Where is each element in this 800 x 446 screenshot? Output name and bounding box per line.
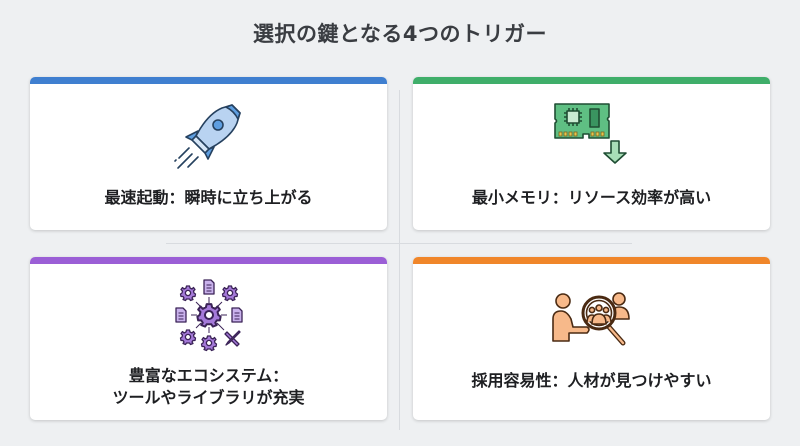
card-label-line-1: 豊富なエコシステム： [128,366,289,385]
horizontal-divider [166,243,632,244]
rocket-icon [172,99,246,177]
card-label: 採用容易性：人材が見つけやすい [471,371,712,390]
card-rich-ecosystem: 豊富なエコシステム： ツールやライブラリが充実 [30,257,387,420]
talent-search-icon [549,289,635,353]
card-label: 最小メモリ：リソース効率が高い [471,188,712,207]
card-fastest-startup: 最速起動：瞬時に立ち上がる [30,77,387,230]
card-minimal-memory: 最小メモリ：リソース効率が高い [413,77,770,230]
card-accent-bar [413,257,770,264]
card-label: 最速起動：瞬時に立ち上がる [104,188,313,207]
card-accent-bar [413,77,770,84]
ecosystem-gears-icon [166,275,252,359]
page-title: 選択の鍵となる4つのトリガー [253,22,547,46]
card-accent-bar [30,77,387,84]
card-accent-bar [30,257,387,264]
card-easy-hiring: 採用容易性：人材が見つけやすい [413,257,770,420]
vertical-divider [399,90,400,430]
memory-chip-down-arrow-icon [553,99,643,173]
card-label-line-2: ツールやライブラリが充実 [112,388,305,407]
